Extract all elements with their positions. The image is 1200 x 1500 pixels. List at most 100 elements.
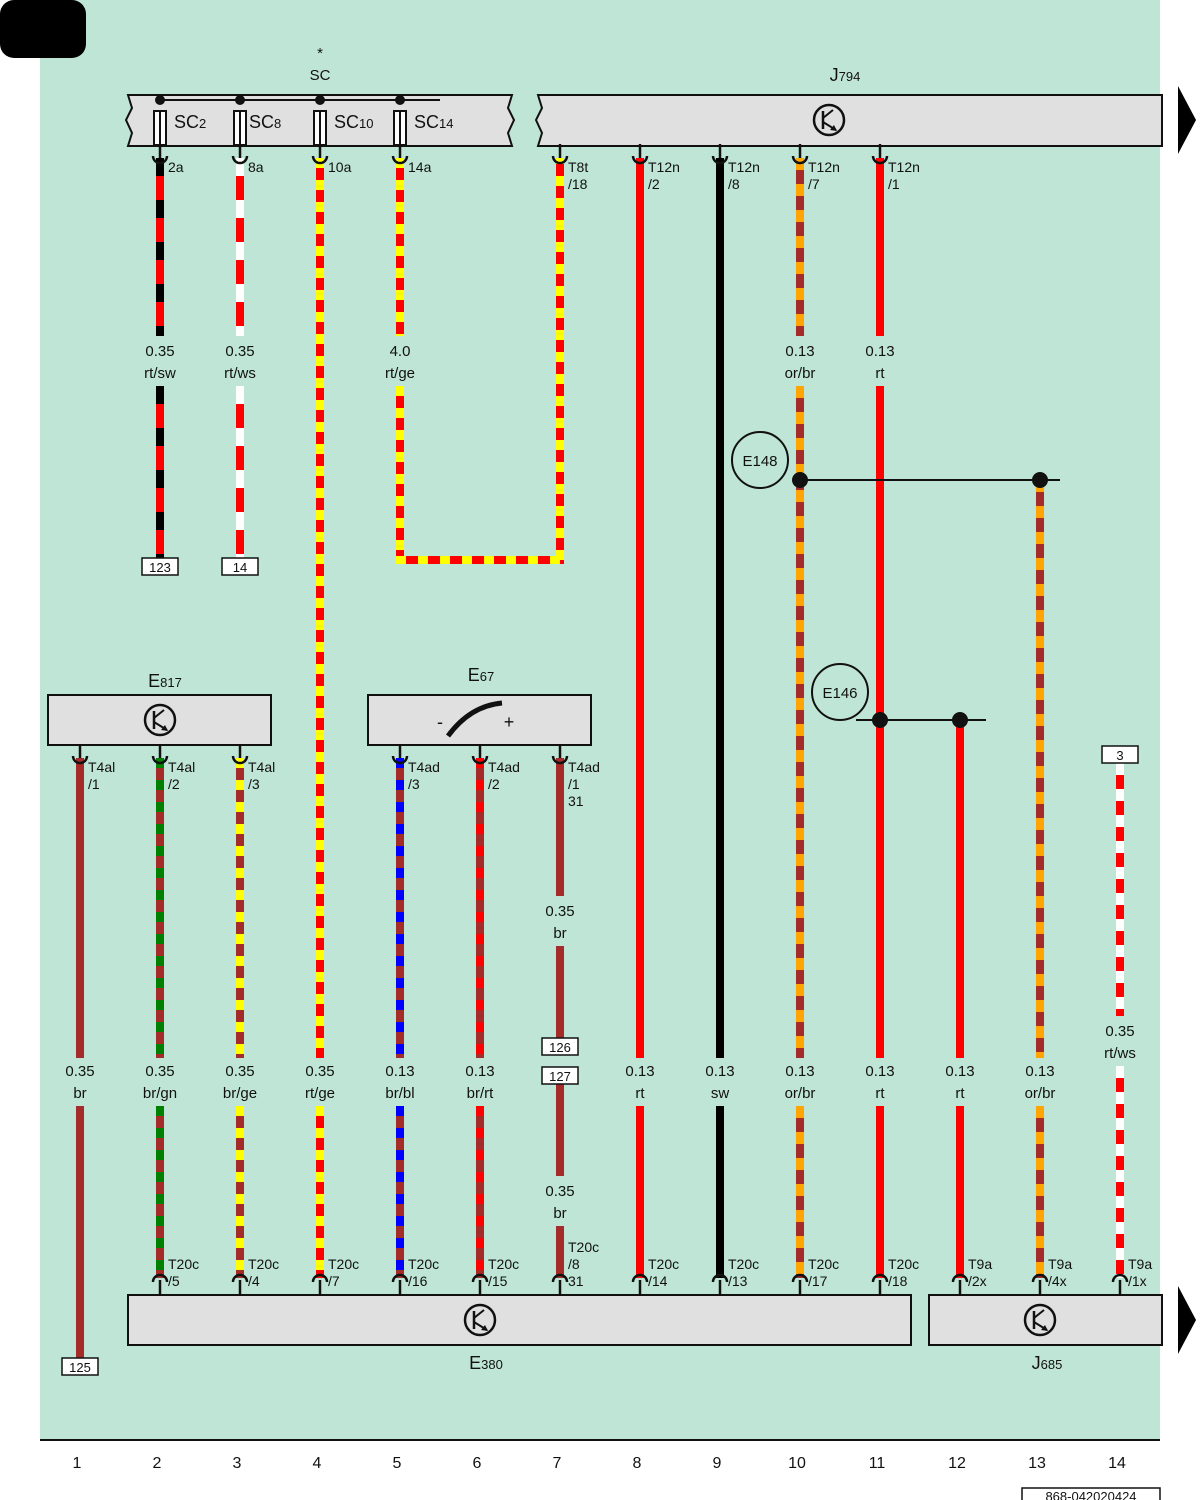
pin-t8t-18: T8t/18 xyxy=(568,159,588,192)
svg-text:127: 127 xyxy=(549,1069,571,1084)
terminal-connector xyxy=(471,1273,489,1294)
pin-t4al-3: T4al/3 xyxy=(248,759,275,792)
ref-box-14: 14 xyxy=(221,557,259,576)
component-e817-label: E817 xyxy=(148,671,182,691)
cross-references: 123 14 125 126 127 3 xyxy=(61,557,1139,1376)
svg-text:123: 123 xyxy=(149,560,171,575)
fuse-block-sc: SC2 SC8 SC10 SC14 * SC xyxy=(124,45,516,147)
column-number: 13 xyxy=(1028,1455,1046,1472)
pin-t4ad-2: T4ad/2 xyxy=(488,759,520,792)
terminal-connector xyxy=(791,1273,809,1294)
terminal-connector xyxy=(871,144,889,165)
pin-t9a-1x: T9a/1x xyxy=(1128,1256,1152,1289)
column-number: 3 xyxy=(233,1455,242,1472)
component-e817: E817 xyxy=(47,671,272,746)
terminal-connector xyxy=(551,1273,569,1294)
component-j685-label: J685 xyxy=(1032,1353,1063,1373)
splice-e146-label: E146 xyxy=(822,685,857,702)
column-number: 8 xyxy=(633,1455,642,1472)
terminal-connector xyxy=(951,1273,969,1294)
column-number: 7 xyxy=(553,1455,562,1472)
pin-t12n-8: T12n/8 xyxy=(728,159,760,192)
pin-t9a-2x: T9a/2x xyxy=(968,1256,992,1289)
terminal-connector xyxy=(631,144,649,165)
pin-2a: 2a xyxy=(168,159,184,175)
column-number: 9 xyxy=(713,1455,722,1472)
svg-text:868-042020424: 868-042020424 xyxy=(1045,1489,1136,1500)
terminal-connector xyxy=(1111,1273,1129,1294)
pin-t20c-15: T20c/15 xyxy=(488,1256,519,1289)
ref-box-125: 125 xyxy=(61,1357,99,1376)
fuse-sc8-label: SC8 xyxy=(249,112,281,132)
ref-box-123: 123 xyxy=(141,557,179,576)
splice-e148: E148 xyxy=(731,431,1060,489)
pin-t20c-18: T20c/18 xyxy=(888,1256,919,1289)
component-j685: J685 xyxy=(928,1286,1196,1373)
terminal-connector xyxy=(711,1273,729,1294)
component-e67-label: E67 xyxy=(468,665,494,685)
terminal-connector xyxy=(391,744,409,765)
svg-text:125: 125 xyxy=(69,1360,91,1375)
fuse-sc2 xyxy=(153,95,167,146)
component-j794: J794 xyxy=(534,65,1196,154)
splice-e148-label: E148 xyxy=(742,453,777,470)
pin-8a: 8a xyxy=(248,159,264,175)
pin-t4al-1: T4al/1 xyxy=(88,759,115,792)
column-number: 14 xyxy=(1108,1455,1126,1472)
terminal-connector xyxy=(871,1273,889,1294)
column-number: 4 xyxy=(313,1455,322,1472)
pin-t4ad-3: T4ad/3 xyxy=(408,759,440,792)
pin-t20c-13: T20c/13 xyxy=(728,1256,759,1289)
component-e380-label: E380 xyxy=(469,1353,503,1373)
pin-10a: 10a xyxy=(328,159,352,175)
column-number: 10 xyxy=(788,1455,806,1472)
terminal-connector xyxy=(1031,1273,1049,1294)
terminal-connector xyxy=(151,744,169,765)
pin-t12n-2: T12n/2 xyxy=(648,159,680,192)
column-number: 1 xyxy=(73,1455,82,1472)
pin-t4al-2: T4al/2 xyxy=(168,759,195,792)
column-number: 12 xyxy=(948,1455,966,1472)
component-j794-label: J794 xyxy=(830,65,861,85)
pin-t20c-7: T20c/7 xyxy=(328,1256,359,1289)
pin-14a: 14a xyxy=(408,159,432,175)
svg-text:3: 3 xyxy=(1116,748,1123,763)
pin-t20c-17: T20c/17 xyxy=(808,1256,839,1289)
terminal-connector xyxy=(151,1273,169,1294)
fuse-sc14-label: SC14 xyxy=(414,112,453,132)
component-e380: E380 xyxy=(127,1294,912,1373)
pin-t20c-14: T20c/14 xyxy=(648,1256,679,1289)
terminal-connector xyxy=(471,744,489,765)
ref-box-127: 127 xyxy=(541,1066,579,1085)
pin-labels: 2a 8a 10a 14a T8t/18 T12n/2 T12n/8 T12n/… xyxy=(88,159,1152,1289)
svg-text:126: 126 xyxy=(549,1040,571,1055)
terminal-connector xyxy=(391,1273,409,1294)
terminal-connector xyxy=(791,144,809,165)
column-number: 5 xyxy=(393,1455,402,1472)
terminal-connector xyxy=(231,744,249,765)
terminal-connector xyxy=(231,1273,249,1294)
terminal-connector xyxy=(551,144,569,165)
ref-box-3: 3 xyxy=(1101,745,1139,764)
splice-e146: E146 xyxy=(811,663,986,728)
pin-t20c-16: T20c/16 xyxy=(408,1256,439,1289)
